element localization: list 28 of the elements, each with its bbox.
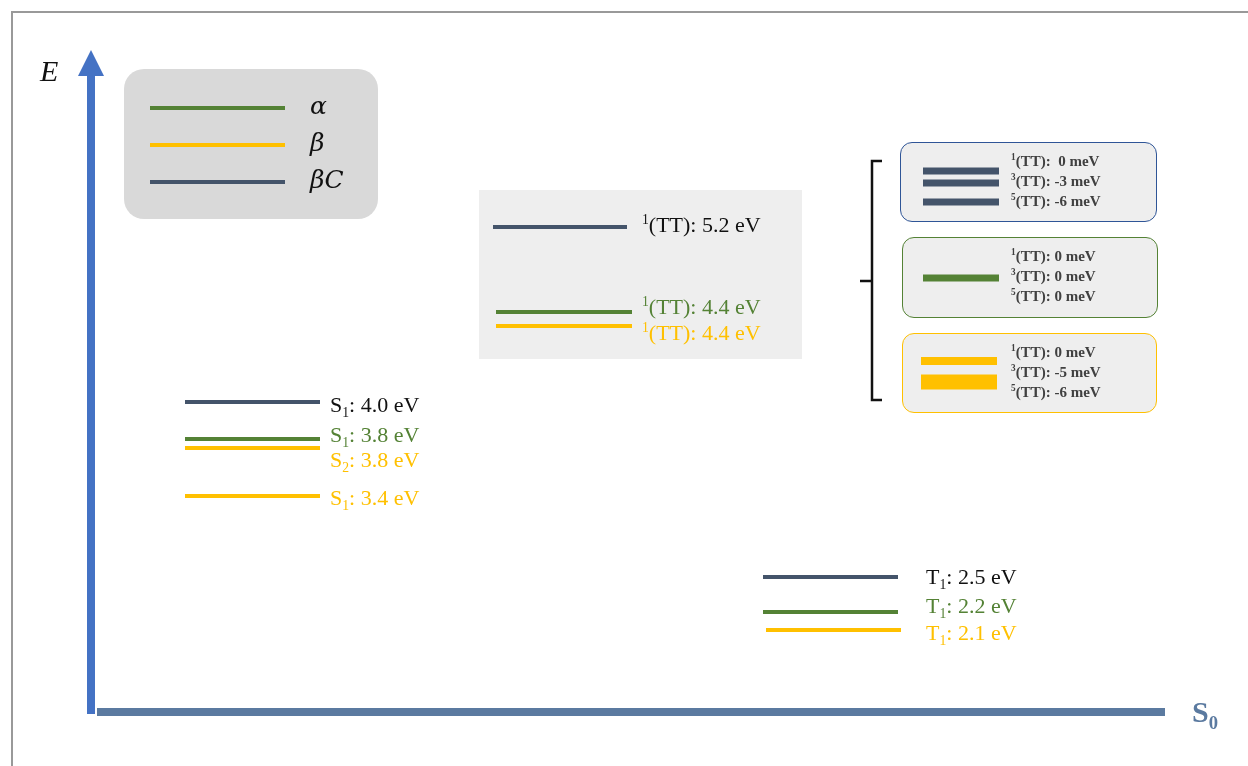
energy-level-label: $^{1}$(TT): 4.4 eV — [642, 295, 761, 319]
energy-level-label: S$_{1}$: 3.4 eV — [330, 487, 420, 514]
axis-label: E — [40, 56, 59, 86]
energy-level-label: $^{1}$(TT): 0 meV — [1011, 153, 1100, 169]
energy-level-label: $^{5}$(TT): 0 meV — [1011, 288, 1096, 304]
energy-level-label: S$_{1}$: 4.0 eV — [330, 394, 420, 421]
energy-level-label: $^{1}$(TT): 5.2 eV — [642, 213, 761, 237]
energy-level-label: $^{1}$(TT): 0 meV — [1011, 344, 1096, 360]
energy-level-label: $^{3}$(TT): -3 meV — [1011, 173, 1101, 189]
energy-panel — [479, 190, 802, 359]
spin-state-box — [900, 142, 1157, 222]
energy-level-label: S$_{1}$: 3.8 eV — [330, 424, 420, 451]
spin-state-box — [902, 333, 1157, 413]
energy-level-label: $^{3}$(TT): -5 meV — [1011, 364, 1101, 380]
energy-level-label: $^{5}$(TT): -6 meV — [1011, 193, 1101, 209]
legend-label: β — [310, 130, 325, 155]
energy-level-label: $^{1}$(TT): 0 meV — [1011, 248, 1096, 264]
energy-level-label: $^{5}$(TT): -6 meV — [1011, 384, 1101, 400]
energy-level-label: S$_{2}$: 3.8 eV — [330, 449, 420, 476]
energy-level-label: $^{1}$(TT): 4.4 eV — [642, 321, 761, 345]
legend-label: α — [310, 93, 327, 118]
axis-label: S$_{0}$ — [1192, 697, 1218, 733]
energy-level-label: T$_{1}$: 2.1 eV — [926, 622, 1017, 649]
energy-level-label: T$_{1}$: 2.5 eV — [926, 566, 1017, 593]
energy-level-label: T$_{1}$: 2.2 eV — [926, 595, 1017, 622]
energy-level-label: $^{3}$(TT): 0 meV — [1011, 268, 1096, 284]
spin-state-box — [902, 237, 1158, 318]
legend-label: βC — [310, 167, 344, 192]
